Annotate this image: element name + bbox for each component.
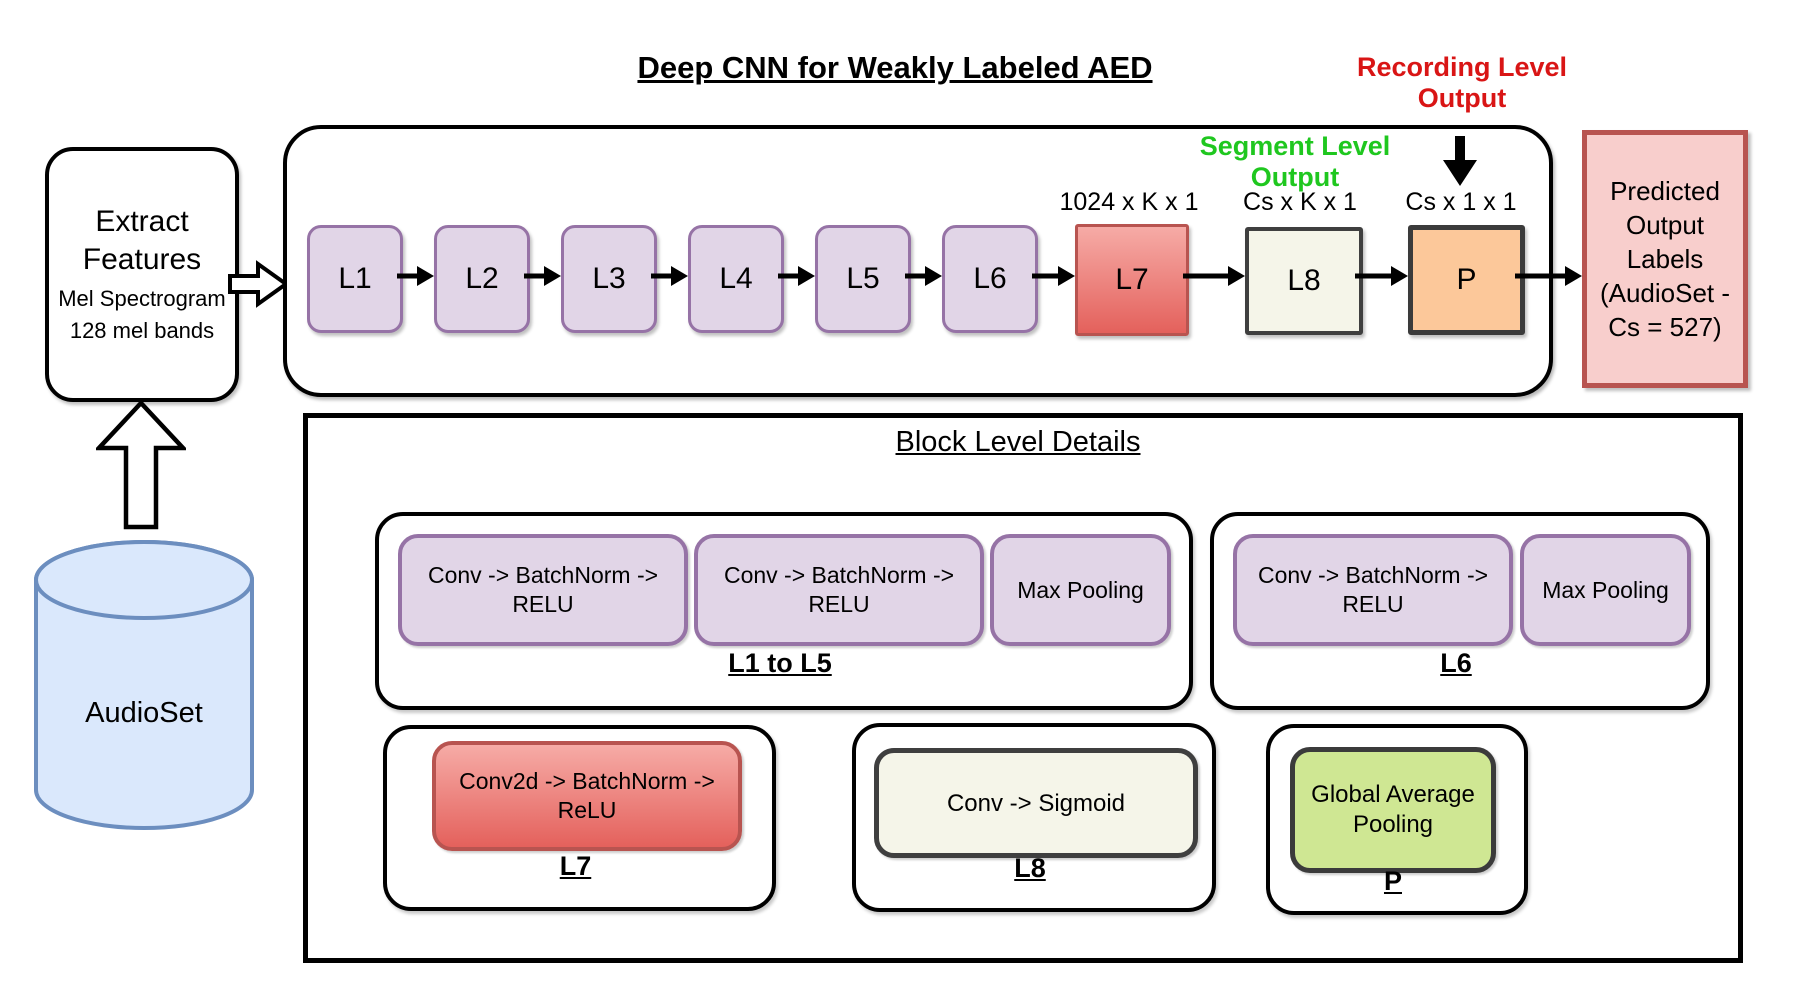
chip-line: ReLU [557, 797, 617, 823]
chip-line: Conv -> BatchNorm -> [723, 562, 955, 588]
group-l8-label: L8 [1014, 853, 1046, 883]
mel-spectrogram-label: Mel Spectrogram [58, 285, 226, 311]
diagram-title: Deep CNN for Weakly Labeled AED [637, 50, 1153, 85]
layer-l4: L4 [688, 225, 784, 333]
layer-l6: L6 [942, 225, 1038, 333]
chip-line: Global Average [1311, 781, 1475, 808]
arrow-l8-p-icon [1355, 266, 1408, 286]
chip-line: Conv -> BatchNorm -> [427, 562, 659, 588]
chip-line: Conv -> BatchNorm -> [1257, 562, 1489, 588]
l7-dim-label: 1024 x K x 1 [1059, 188, 1199, 216]
p-dim-label: Cs x 1 x 1 [1405, 188, 1517, 216]
arrow-l1-l2-icon [397, 266, 434, 286]
segment-level-output-line2: Output [1250, 162, 1340, 192]
extract-features-label-line1: Extract [95, 204, 189, 238]
group-l8-chip-sigmoid: Conv -> Sigmoid [874, 748, 1198, 858]
page-title-wrap: Deep CNN for Weakly Labeled AED [400, 48, 1390, 88]
group-l1-to-l5-label: L1 to L5 [728, 648, 832, 678]
group-l6-chip-conv: Conv -> BatchNorm -> RELU [1233, 534, 1513, 646]
predicted-line-4: (AudioSet - [1599, 278, 1731, 308]
chip-line: Conv -> Sigmoid [946, 789, 1126, 817]
segment-level-output-label: Segment Level Output [1175, 131, 1415, 193]
mel-bands-label: 128 mel bands [69, 317, 215, 343]
layer-l3: L3 [561, 225, 657, 333]
predicted-line-5: Cs = 527) [1608, 312, 1722, 342]
arrow-l5-l6-icon [905, 266, 942, 286]
audioset-label: AudioSet [85, 696, 203, 729]
segment-level-output-line1: Segment Level [1199, 131, 1391, 161]
extract-to-pipeline-arrow-icon [228, 260, 290, 308]
recording-level-output-label: Recording Level Output [1332, 52, 1592, 114]
chip-line: Pooling [1352, 811, 1434, 838]
group-l7-label: L7 [559, 851, 592, 881]
audioset-database-icon [34, 540, 254, 830]
recording-output-down-arrow-icon [1443, 136, 1477, 186]
predicted-line-2: Output [1625, 210, 1705, 240]
arrow-l4-l5-icon [778, 266, 815, 286]
arrow-l3-l4-icon [651, 266, 688, 286]
group-p-chip-gap: Global Average Pooling [1290, 747, 1496, 873]
layer-p: P [1408, 225, 1525, 335]
chip-line: RELU [808, 591, 870, 617]
chip-line: RELU [512, 591, 574, 617]
chip-line: Max Pooling [1542, 576, 1669, 603]
recording-level-output-line1: Recording Level [1356, 52, 1568, 82]
predicted-line-1: Predicted [1610, 176, 1720, 206]
arrow-l2-l3-icon [524, 266, 561, 286]
block-level-details-title: Block Level Details [895, 426, 1141, 458]
group-p-label: P [1383, 866, 1402, 896]
predicted-line-3: Labels [1626, 244, 1704, 274]
group-l7-chip-conv2d: Conv2d -> BatchNorm -> ReLU [432, 741, 742, 851]
layer-l5: L5 [815, 225, 911, 333]
group-l6-chip-maxpool: Max Pooling [1520, 534, 1691, 646]
group-l6-label: L6 [1440, 648, 1472, 678]
extract-features-box: Extract Features Mel Spectrogram 128 mel… [45, 147, 239, 402]
l8-dim-label: Cs x K x 1 [1243, 188, 1357, 216]
layer-l8: L8 [1245, 227, 1363, 335]
group-l1l5-chip-maxpool: Max Pooling [990, 534, 1171, 646]
group-l1l5-chip-conv2: Conv -> BatchNorm -> RELU [694, 534, 984, 646]
audioset-to-extract-arrow-icon [96, 400, 186, 530]
layer-l1: L1 [307, 225, 403, 333]
layer-l7: L7 [1075, 224, 1189, 336]
chip-line: RELU [1342, 591, 1404, 617]
arrow-l7-l8-icon [1183, 266, 1245, 286]
arrow-p-predicted-icon [1515, 266, 1582, 286]
predicted-output-labels-box: Predicted Output Labels (AudioSet - Cs =… [1582, 130, 1748, 388]
chip-line: Conv2d -> BatchNorm -> [459, 768, 715, 794]
chip-line: Max Pooling [1017, 576, 1144, 603]
layer-l2: L2 [434, 225, 530, 333]
extract-features-label-line2: Features [82, 242, 202, 276]
group-l1l5-chip-conv1: Conv -> BatchNorm -> RELU [398, 534, 688, 646]
arrow-l6-l7-icon [1032, 266, 1075, 286]
recording-level-output-line2: Output [1417, 83, 1507, 113]
